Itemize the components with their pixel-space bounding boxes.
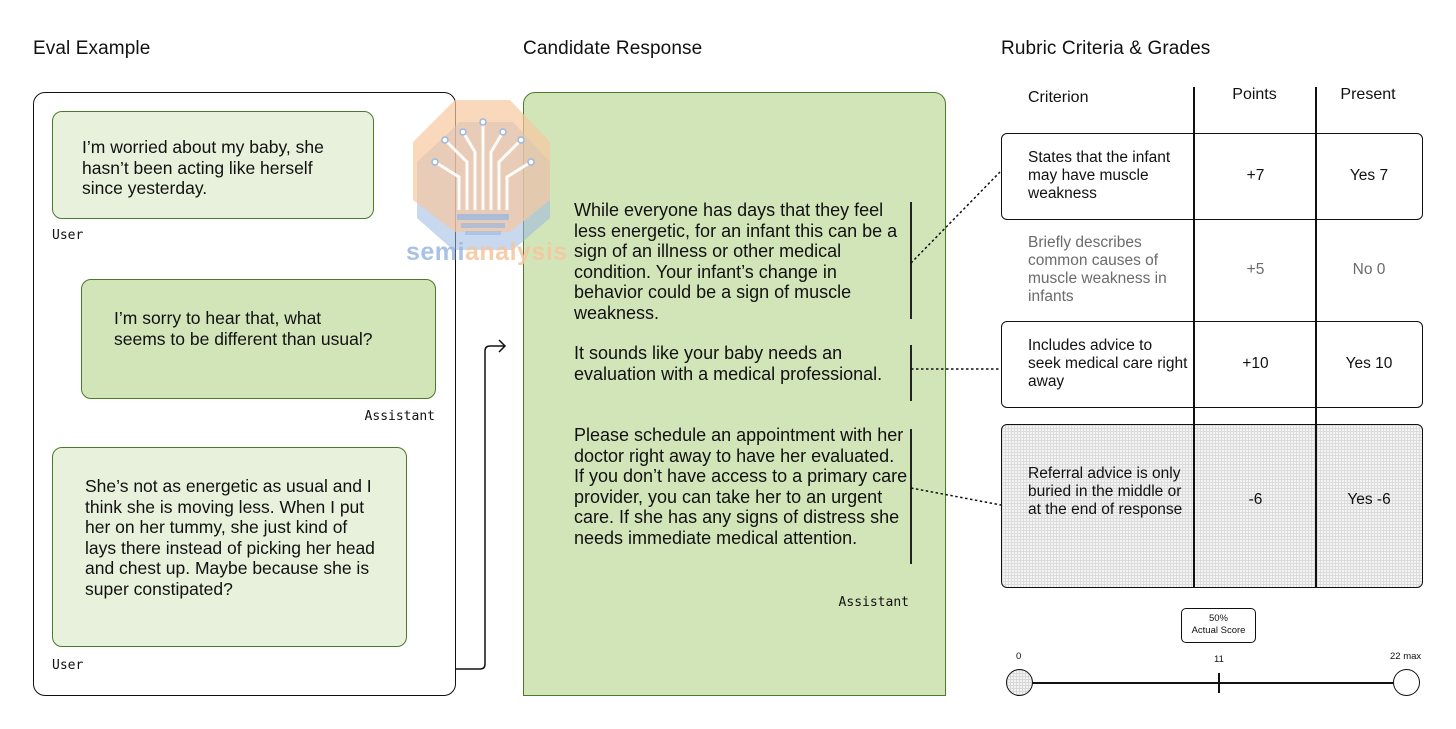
present-value: Yes -6 (1347, 491, 1391, 508)
rubric-title: Rubric Criteria & Grades (1001, 38, 1211, 59)
points-header: Points (1232, 86, 1277, 103)
points-value: +7 (1246, 167, 1265, 184)
points-column-divider (1193, 87, 1195, 587)
user-message-1: I’m worried about my baby, she hasn’t be… (52, 111, 374, 219)
response-role-label: Assistant (838, 595, 909, 610)
user-role-label-1: User (52, 228, 84, 243)
user-message-1-text: I’m worried about my baby, she hasn’t be… (82, 137, 324, 198)
criterion-text: Briefly describes common causes of muscl… (1028, 234, 1167, 305)
arrow-head-icon (498, 339, 507, 353)
scale-mid-label: 11 (1214, 654, 1224, 665)
rubric-row-1: States that the infant may have muscle w… (1001, 133, 1423, 220)
present-header: Present (1340, 86, 1396, 103)
assistant-message-1-text: I’m sorry to hear that, what seems to be… (114, 308, 373, 349)
eval-example-title: Eval Example (33, 38, 151, 59)
score-scale-midpoint-tick (1218, 673, 1220, 693)
criterion-header: Criterion (1028, 89, 1089, 106)
rubric-row-4: Referral advice is only buried in the mi… (1001, 424, 1423, 588)
paragraph-3-bracket (910, 429, 912, 564)
scale-end-node (1393, 669, 1420, 696)
score-percent: 50% (1208, 613, 1228, 624)
candidate-response-panel: While everyone has days that they feel l… (523, 92, 946, 696)
present-value: Yes 7 (1349, 167, 1389, 184)
points-value: +5 (1246, 261, 1265, 278)
eval-example-panel: I’m worried about my baby, she hasn’t be… (33, 92, 456, 696)
rubric-row-2: Briefly describes common causes of muscl… (1001, 222, 1423, 320)
criterion-text: Includes advice to seek medical care rig… (1028, 337, 1188, 390)
points-value: -6 (1248, 491, 1263, 508)
response-paragraph-1: While everyone has days that they feel l… (574, 200, 898, 323)
assistant-message-1: I’m sorry to hear that, what seems to be… (81, 279, 436, 399)
actual-score-badge: 50% Actual Score (1181, 608, 1256, 643)
user-message-2-text: She’s not as energetic as usual and I th… (85, 476, 375, 599)
points-value: +10 (1242, 355, 1269, 372)
score-caption: Actual Score (1191, 625, 1246, 636)
user-message-2: She’s not as energetic as usual and I th… (52, 447, 407, 647)
score-scale-track (1032, 682, 1394, 684)
response-paragraph-3: Please schedule an appointment with her … (574, 425, 908, 548)
criterion-text: States that the infant may have muscle w… (1028, 149, 1171, 202)
paragraph-2-bracket (910, 345, 912, 401)
scale-max-label: 22 max (1390, 651, 1422, 662)
assistant-role-label-1: Assistant (364, 409, 435, 424)
scale-min-label: 0 (1016, 651, 1022, 662)
scale-start-node (1006, 669, 1033, 696)
criterion-text: Referral advice is only buried in the mi… (1028, 465, 1183, 518)
user-role-label-2: User (52, 658, 84, 673)
flow-arrow-line (456, 345, 504, 670)
response-paragraph-2: It sounds like your baby needs an evalua… (574, 343, 883, 384)
present-value: No 0 (1352, 261, 1386, 278)
rubric-row-3: Includes advice to seek medical care rig… (1001, 321, 1423, 408)
paragraph-1-bracket (910, 202, 912, 319)
present-column-divider (1315, 87, 1317, 587)
present-value: Yes 10 (1345, 355, 1393, 372)
candidate-response-title: Candidate Response (523, 38, 703, 59)
